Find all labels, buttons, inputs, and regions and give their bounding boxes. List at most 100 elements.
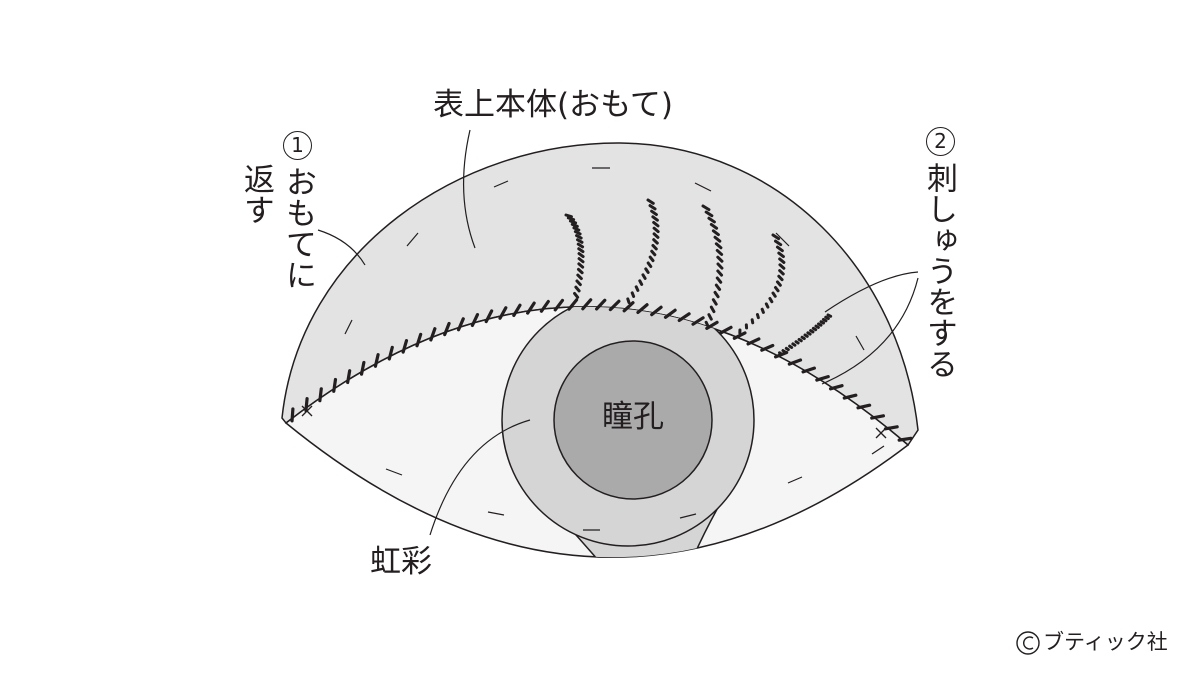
eyelash-stitch: [648, 204, 657, 211]
eyelash-stitch: [713, 235, 722, 243]
eyelid-stitch: [691, 316, 705, 326]
label-pupil: 瞳孔: [602, 399, 664, 435]
eyelash-stitch: [704, 320, 710, 329]
eyelash-stitch: [641, 273, 647, 280]
eyelash-stitch: [652, 220, 660, 228]
eyelid-stitch: [622, 301, 635, 313]
step2-number: 2: [926, 127, 955, 156]
eyelid-stitch: [539, 299, 550, 313]
eyelid-stitch: [401, 339, 409, 354]
eyelash-stitch: [630, 291, 636, 298]
eyelash-stitch: [568, 219, 578, 225]
eyelash-stitch: [572, 226, 581, 232]
eyelash-stitch: [777, 251, 785, 259]
eyelash-stitch: [711, 229, 720, 237]
eyelash-stitch: [716, 262, 724, 270]
pupil-shape: [553, 340, 713, 500]
eyelash-stitch: [778, 269, 785, 276]
eyelid-stitch: [415, 332, 423, 348]
eyelid-stitch: [443, 321, 451, 337]
eyelid-stitch: [456, 317, 465, 332]
leader-step2-b: [821, 277, 919, 385]
step1-number: 1: [283, 131, 312, 160]
eyelid-stitch: [512, 303, 522, 318]
eyelash-stitch: [788, 344, 794, 349]
eyelid-stitch: [856, 403, 872, 410]
eyelash-stitch: [715, 248, 724, 256]
leader-iris: [429, 419, 531, 536]
eyelash-stitch: [576, 273, 583, 281]
eyelid-stitch: [650, 305, 663, 317]
eyelash-stitch: [791, 342, 797, 347]
eyelash-stitch: [714, 242, 723, 250]
eyelid-stitch: [760, 343, 775, 352]
eyelash-stitch: [714, 283, 722, 291]
eyelash-stitch: [768, 296, 774, 304]
eyelid-stitch: [484, 309, 494, 324]
eyelash-stitch: [819, 320, 826, 325]
eyelid-stitch: [567, 298, 579, 311]
eyelash-stitch: [750, 318, 755, 325]
eyelash-stitch: [760, 307, 765, 314]
eyelid-stitch: [470, 313, 480, 328]
eyelid-stitch: [636, 303, 649, 315]
eyelid-stitch: [290, 407, 295, 423]
eyelash-stitch: [650, 249, 657, 257]
eyelash-stitch: [652, 226, 660, 234]
eyelash-stitch: [716, 255, 724, 263]
eyelash-stitch: [784, 346, 790, 352]
eyelash-stitch: [797, 337, 803, 343]
eyelash-stitch: [824, 315, 830, 321]
eyelash-stitch: [575, 234, 583, 240]
eyelash-stitch: [755, 313, 760, 320]
eyelash-stitch: [764, 302, 770, 309]
eyelash-stitch: [577, 262, 585, 269]
eyelid-stitch: [498, 306, 508, 320]
eyelid-stitch: [526, 301, 536, 315]
eyelid-stitch: [842, 393, 858, 400]
eyelash-stitch: [814, 324, 820, 329]
eyelash-stitch: [777, 274, 784, 282]
leader-step1: [317, 229, 366, 266]
eyelash-stitch: [577, 252, 585, 259]
eyelash-stitch: [781, 349, 787, 354]
label-step1-line2: 返す: [238, 163, 274, 225]
eyelash-stitch: [652, 238, 659, 245]
eyelash-stitch: [575, 279, 582, 287]
eyelash-stitch: [650, 209, 658, 217]
eyelash-stitch: [709, 305, 716, 314]
eyelash-stitch: [646, 261, 653, 269]
eyelash-stitch: [634, 285, 640, 292]
eyelash-stitch: [707, 313, 713, 321]
eyelash-stitch: [771, 233, 781, 241]
eyelash-stitch: [817, 322, 823, 327]
eyelid-stitch: [332, 377, 338, 393]
eyelid-stitch: [801, 366, 816, 374]
label-top-fabric: 表上本体(おもて): [433, 87, 673, 123]
copyright-text: ブティック社: [1043, 630, 1168, 654]
label-step2: 刺しゅうをする: [921, 162, 957, 379]
eyelash-stitch: [573, 291, 580, 299]
eyelash-stitch: [701, 204, 711, 212]
leader-step2-a: [824, 271, 919, 313]
eyelash-stitch: [652, 232, 660, 239]
eyelash-stitch: [709, 222, 719, 230]
eyelash-stitch: [716, 269, 724, 277]
eyelash-stitch: [570, 222, 579, 228]
eyelash-stitch: [774, 239, 783, 247]
eyelid-stitch: [429, 327, 437, 342]
eyelid-stitch: [815, 375, 830, 382]
eyelid-stitch: [553, 298, 565, 312]
eyelash-stitch: [826, 313, 833, 318]
eyelash-stitch: [573, 230, 582, 236]
step2-number-badge: 2: [926, 127, 955, 156]
eyelash-stitch: [775, 280, 782, 287]
eyelash-stitches: [564, 198, 833, 356]
eyelash-stitch: [800, 335, 806, 341]
leader-lines: [317, 129, 919, 536]
eyelash-stitch: [638, 279, 644, 286]
eyelash-stitch: [778, 257, 786, 264]
eyelid-stitch: [787, 358, 803, 366]
leader-top-fabric: [462, 129, 476, 249]
